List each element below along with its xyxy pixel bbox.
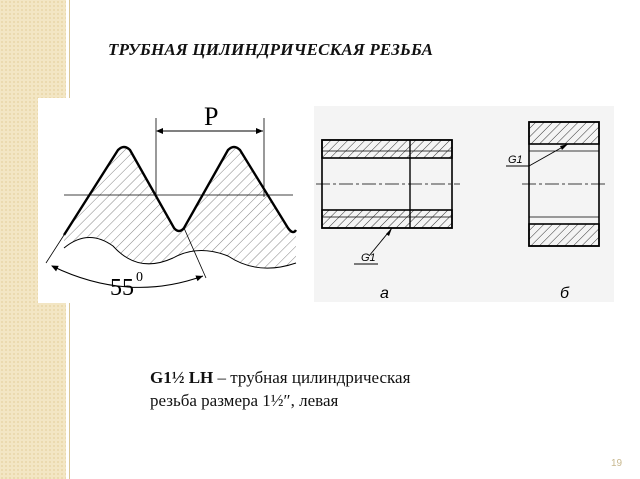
section-a-label: а [380, 285, 389, 302]
pitch-label: P [204, 102, 218, 131]
thread-profile-svg: P 55 0 [45, 102, 298, 301]
section-a: G1 [316, 139, 460, 265]
section-b: G1 [506, 121, 606, 247]
callout-b-label: G1 [508, 154, 523, 166]
thread-sections-figure: G1 G1 а б [314, 106, 614, 302]
thread-designation: G1½ LH [150, 368, 214, 387]
page-number: 19 [611, 458, 623, 469]
angle-label: 55 [110, 275, 134, 301]
thread-designation-caption: G1½ LH – трубная цилиндрическая резьба р… [150, 366, 410, 412]
thread-sections-svg: G1 G1 а б [316, 121, 606, 302]
thread-profile-figure: P 55 0 [38, 98, 306, 303]
caption-text-line-2: резьба размера 1½″, левая [150, 391, 339, 410]
angle-unit-label: 0 [136, 270, 143, 285]
caption-text-line-1: – трубная цилиндрическая [213, 368, 411, 387]
caption-line-1: G1½ LH – трубная цилиндрическая [150, 366, 410, 389]
thread-hatched-body [64, 147, 296, 269]
section-b-label: б [560, 285, 570, 302]
thread-wavy-boundary [63, 237, 297, 269]
callout-a-label: G1 [361, 252, 376, 264]
angle-dimension-arc [51, 265, 204, 288]
angle-extension-left [45, 234, 65, 264]
slide-title: ТРУБНАЯ ЦИЛИНДРИЧЕСКАЯ РЕЗЬБА [108, 40, 434, 59]
